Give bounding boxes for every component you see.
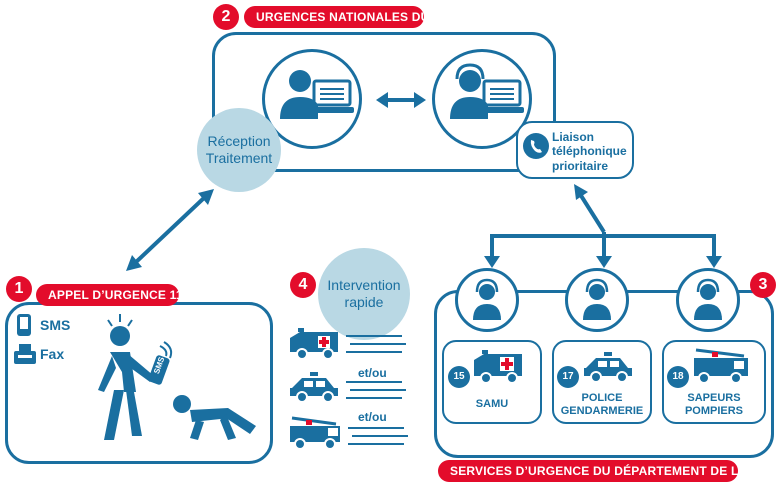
- step-badge-3: 3: [750, 272, 776, 298]
- reception-line1: Réception: [207, 132, 271, 149]
- phone-icon: [523, 133, 549, 159]
- service-operator-1-headset-icon: [473, 278, 501, 320]
- samu-number-badge: 15: [448, 366, 470, 388]
- pompiers-label: SAPEURS POMPIERS: [684, 392, 744, 418]
- reception-line2: Traitement: [205, 150, 273, 166]
- speed-lines-3-icon: [348, 427, 408, 445]
- et-ou-label-2: et/ou: [358, 410, 387, 424]
- sms-device-icon: [17, 314, 31, 336]
- step-badge-4: 4: [290, 272, 316, 298]
- step-badge-1: 1: [6, 276, 32, 302]
- fire-truck-icon: [290, 416, 340, 450]
- operator-laptop-icon: [280, 70, 354, 119]
- services-banner: SERVICES D’URGENCE DU DÉPARTEMENT DE L’A…: [438, 460, 780, 482]
- fax-icon: [14, 344, 36, 364]
- national-center-banner: URGENCES NATIONALES DU 114: [244, 6, 453, 28]
- operator-headset-icon: [450, 63, 524, 119]
- samu-ambulance-icon: [474, 350, 522, 384]
- pompiers-number-badge: 18: [667, 366, 689, 388]
- intervention-line1: Intervention: [327, 276, 401, 293]
- fax-label: Fax: [40, 346, 65, 362]
- police-number-badge: 17: [557, 366, 579, 388]
- speed-lines-1-icon: [346, 335, 406, 353]
- step-badge-2: 2: [213, 4, 239, 30]
- liaison-label: Liaison téléphonique prioritaire: [552, 130, 627, 173]
- operator-circle-left: [262, 49, 362, 149]
- police-car-icon: [290, 372, 338, 403]
- person-with-phone-icon: [98, 314, 173, 440]
- liaison-box: [516, 121, 634, 179]
- samu-label: SAMU: [475, 398, 509, 410]
- diagonal-double-arrow-icon: [126, 189, 214, 271]
- double-arrow-horizontal-icon: [376, 92, 426, 108]
- appel-banner: APPEL D’URGENCE 114: [36, 284, 189, 306]
- service-operator-3-headset-icon: [694, 278, 722, 320]
- branch-arrow-icon: [484, 184, 722, 268]
- intervention-line2: rapide: [344, 294, 384, 310]
- service-operator-2-headset-icon: [583, 278, 611, 320]
- police-label: POLICE GENDARMERIE: [560, 392, 644, 418]
- speed-lines-2-icon: [346, 381, 406, 399]
- fire-truck-service-icon: [694, 348, 748, 384]
- ambulance-icon: [290, 328, 338, 360]
- police-car-service-icon: [584, 352, 632, 383]
- et-ou-label-1: et/ou: [358, 366, 387, 380]
- operator-circle-right: [432, 49, 532, 149]
- sms-label: SMS: [40, 317, 71, 333]
- fallen-person-icon: [173, 395, 256, 440]
